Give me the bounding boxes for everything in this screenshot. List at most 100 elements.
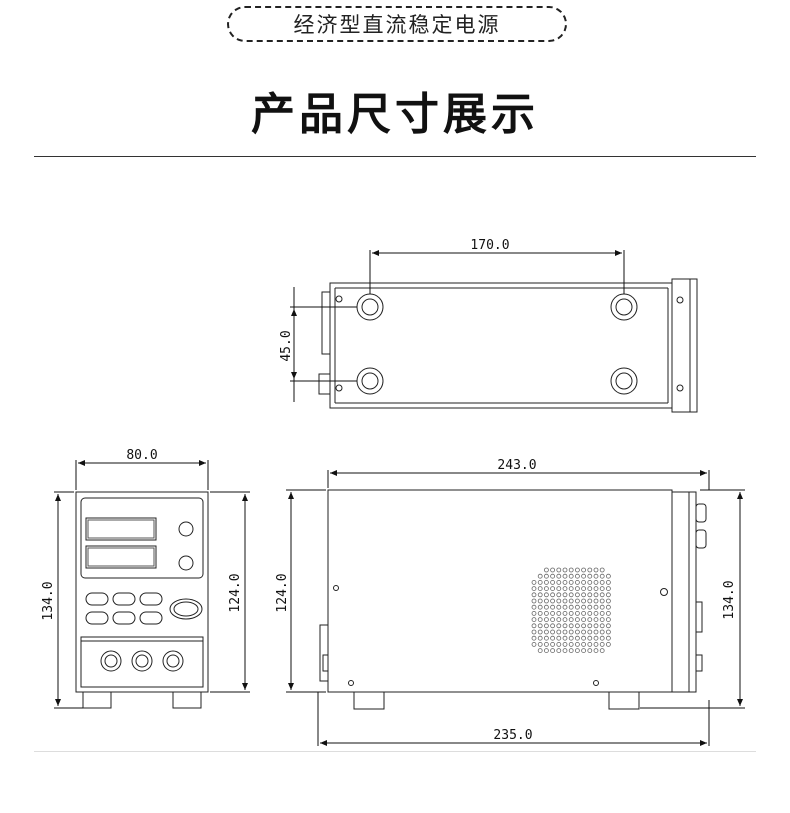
vent-hole [544, 623, 549, 629]
vent-hole [537, 580, 543, 585]
vent-hole [550, 598, 555, 604]
side-view [319, 489, 707, 710]
side-view-front-panel [671, 491, 697, 693]
vent-hole [581, 573, 586, 579]
vent-hole [550, 580, 555, 585]
vent-hole [568, 567, 574, 573]
dim-top-spacing-y: 45.0 [279, 330, 294, 361]
top-dim-lines [290, 250, 625, 402]
key-4 [85, 611, 109, 625]
vent-hole [550, 611, 555, 616]
key-6 [139, 611, 163, 625]
vent-hole [593, 580, 599, 585]
vent-hole [537, 573, 543, 579]
vent-hole [550, 567, 555, 573]
vent-hole [599, 642, 605, 647]
vent-hole [593, 604, 599, 610]
vent-hole [581, 648, 586, 653]
foot-bottom-right [610, 367, 638, 395]
vent-hole [606, 642, 611, 647]
vent-hole [599, 580, 605, 585]
vent-hole [550, 629, 555, 635]
vent-hole [581, 604, 586, 610]
front-dim-lines [54, 460, 250, 709]
vent-hole [556, 617, 562, 622]
vent-hole [606, 592, 611, 598]
vent-hole [556, 567, 562, 573]
vent-hole [575, 604, 580, 610]
vent-hole [599, 648, 605, 653]
vent-hole [556, 573, 562, 579]
terminal-negative [100, 650, 122, 672]
terminal-ground [131, 650, 153, 672]
vent-hole [537, 629, 543, 635]
vent-hole [531, 598, 537, 604]
vent-hole [550, 592, 555, 598]
vent-hole [593, 586, 599, 591]
vent-hole [587, 573, 593, 579]
vent-hole [531, 629, 537, 635]
vent-hole [587, 586, 593, 591]
subtitle-text: 经济型直流稳定电源 [293, 13, 501, 37]
vent-hole [568, 586, 574, 591]
side-rear-bracket [319, 624, 329, 682]
vent-hole [599, 635, 605, 641]
vent-hole [581, 586, 586, 591]
vent-hole [599, 617, 605, 622]
vent-hole [575, 635, 580, 641]
vent-hole [556, 629, 562, 635]
vent-hole [537, 635, 543, 641]
vent-hole [581, 567, 586, 573]
vent-grille [531, 567, 611, 653]
vent-hole [599, 567, 605, 573]
vent-hole [581, 635, 586, 641]
vent-hole [531, 604, 537, 610]
vent-hole [599, 623, 605, 629]
vent-hole [531, 617, 537, 622]
vent-hole [544, 598, 549, 604]
vent-hole [593, 642, 599, 647]
vent-hole [575, 592, 580, 598]
vent-hole [544, 635, 549, 641]
top-view [318, 278, 698, 413]
top-view-body [329, 282, 673, 409]
vent-hole [593, 573, 599, 579]
vent-hole [587, 598, 593, 604]
side-foot-front [608, 691, 640, 710]
vent-hole [568, 623, 574, 629]
vent-hole [587, 623, 593, 629]
vent-hole [593, 592, 599, 598]
vent-hole [587, 617, 593, 622]
vent-hole [537, 604, 543, 610]
vent-hole [593, 598, 599, 604]
foot-bottom-left [356, 367, 384, 395]
vent-hole [581, 617, 586, 622]
vent-hole [599, 604, 605, 610]
top-view-front-panel [671, 278, 698, 413]
vent-hole [599, 586, 605, 591]
terminal-positive [162, 650, 184, 672]
vent-hole [537, 648, 543, 653]
vent-hole [562, 611, 568, 616]
vent-hole [587, 580, 593, 585]
vent-hole [531, 592, 537, 598]
vent-hole [562, 604, 568, 610]
vent-hole [593, 635, 599, 641]
top-divider [34, 156, 756, 157]
vent-hole [556, 604, 562, 610]
vent-hole [575, 580, 580, 585]
current-display [85, 545, 157, 569]
vent-hole [599, 592, 605, 598]
vent-hole [562, 629, 568, 635]
vent-hole [556, 580, 562, 585]
vent-hole [593, 567, 599, 573]
vent-hole [575, 611, 580, 616]
vent-hole [587, 629, 593, 635]
vent-hole [599, 611, 605, 616]
vent-hole [581, 580, 586, 585]
vent-hole [544, 617, 549, 622]
vent-hole [568, 580, 574, 585]
vent-hole [562, 617, 568, 622]
vent-hole [531, 586, 537, 591]
foot-top-left [356, 293, 384, 321]
